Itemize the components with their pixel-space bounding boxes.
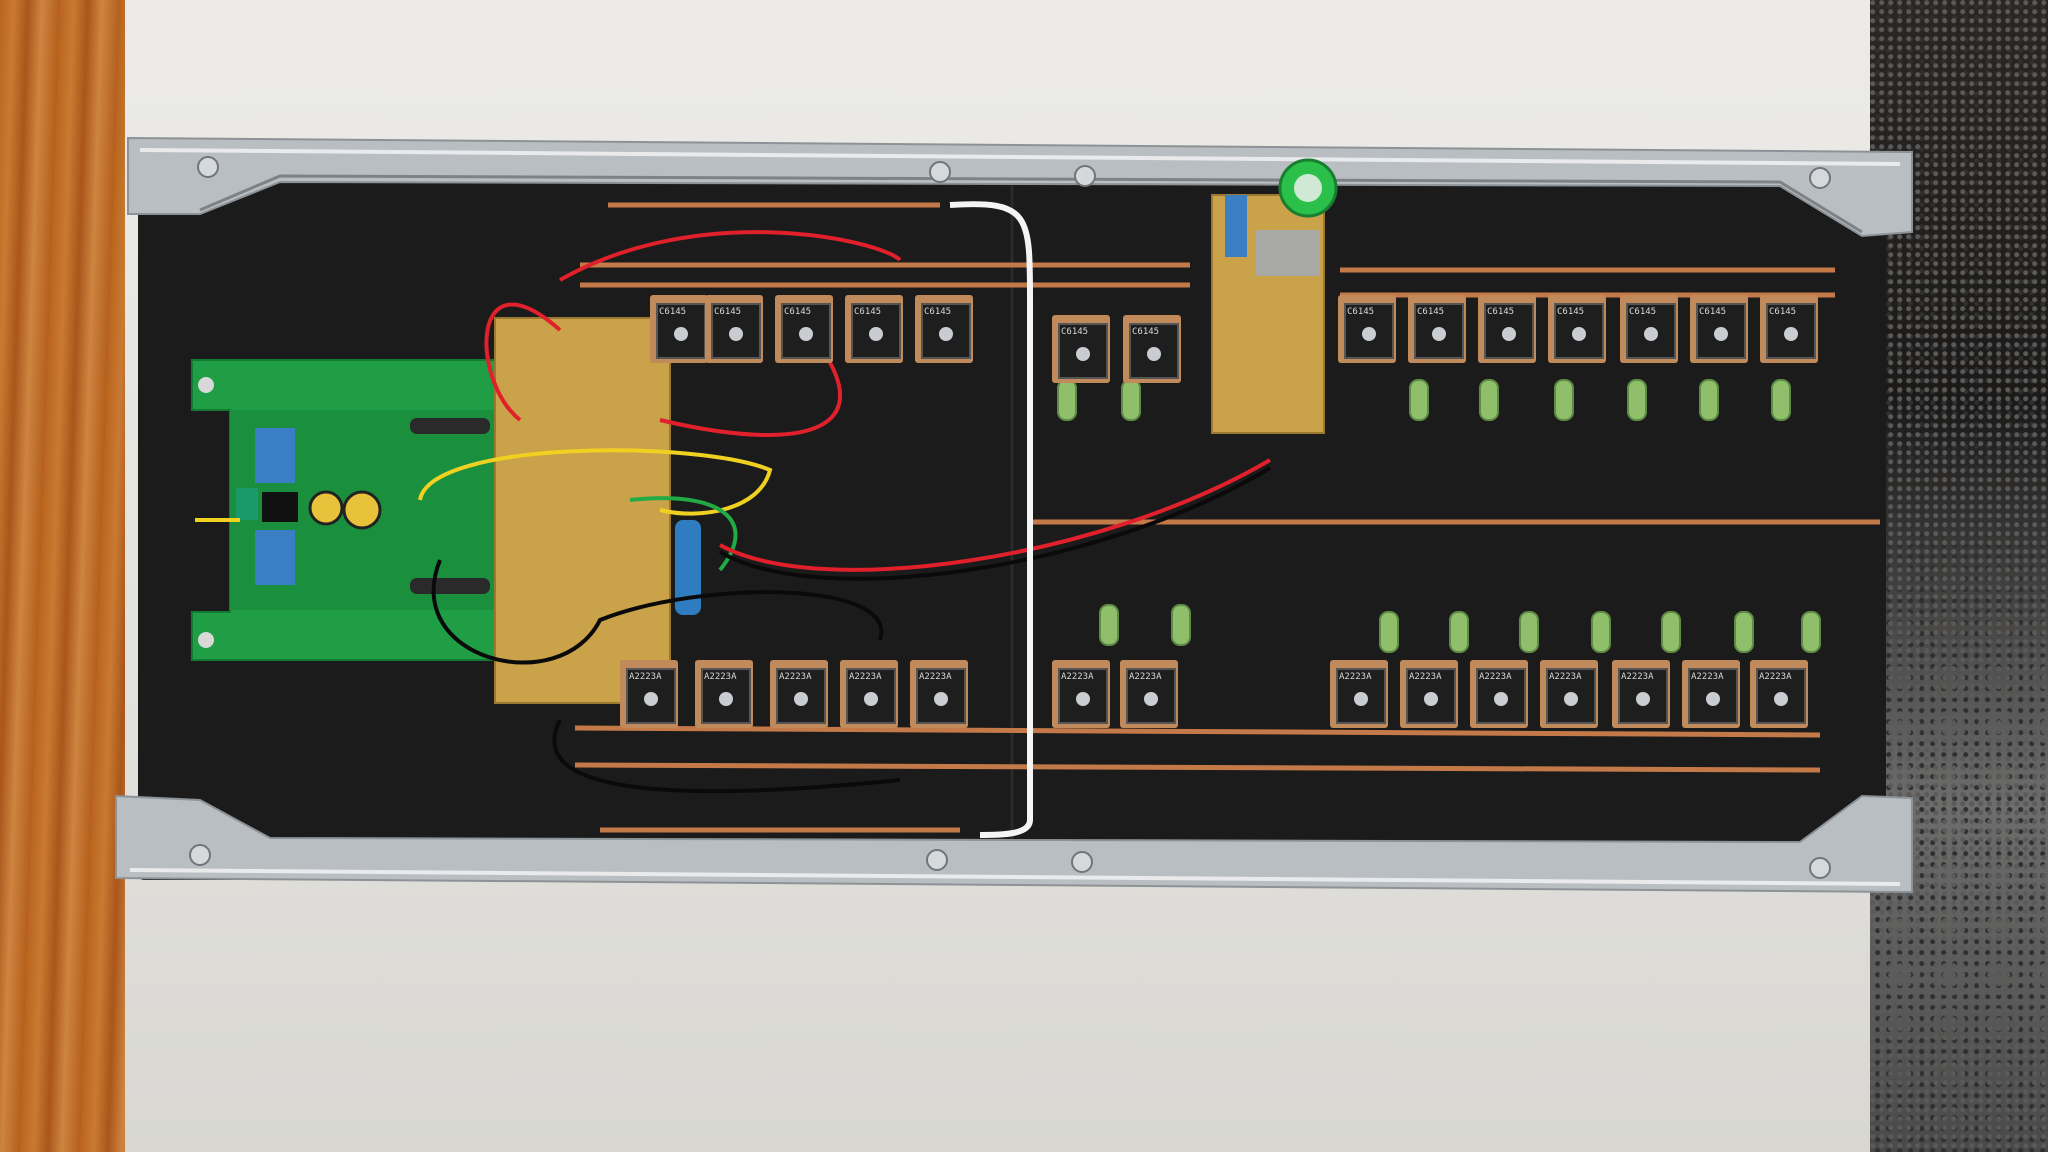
transistor-marking: C6145 bbox=[714, 307, 742, 317]
pnp-transistor-26: A2223A bbox=[1682, 660, 1740, 728]
npn-transistor-0: C6145 bbox=[650, 295, 708, 363]
npn-transistor-9: C6145 bbox=[1478, 295, 1536, 363]
transistor-marking: C6145 bbox=[854, 307, 882, 317]
screws bbox=[189, 156, 1831, 879]
transistor-marking: A2223A bbox=[849, 672, 882, 682]
npn-transistor-4: C6145 bbox=[915, 295, 973, 363]
top-mounting-rail bbox=[127, 136, 1913, 238]
npn-transistor-13: C6145 bbox=[1760, 295, 1818, 363]
pnp-transistor-25: A2223A bbox=[1612, 660, 1670, 728]
transistor-marking: A2223A bbox=[1061, 672, 1094, 682]
transistor-marking: C6145 bbox=[1132, 327, 1160, 337]
pnp-transistor-21: A2223A bbox=[1330, 660, 1388, 728]
transistor-marking: C6145 bbox=[1487, 307, 1515, 317]
npn-transistor-3: C6145 bbox=[845, 295, 903, 363]
bottom-mounting-rail bbox=[115, 794, 1913, 894]
transistor-marking: C6145 bbox=[924, 307, 952, 317]
transistor-marking: A2223A bbox=[1479, 672, 1512, 682]
pnp-transistor-27: A2223A bbox=[1750, 660, 1808, 728]
transistor-marking: C6145 bbox=[784, 307, 812, 317]
transistor-marking: A2223A bbox=[1409, 672, 1442, 682]
transistor-marking: C6145 bbox=[1629, 307, 1657, 317]
transistor-marking: A2223A bbox=[1129, 672, 1162, 682]
pnp-transistor-19: A2223A bbox=[1052, 660, 1110, 728]
pnp-transistor-20: A2223A bbox=[1120, 660, 1178, 728]
npn-transistor-2: C6145 bbox=[775, 295, 833, 363]
transistor-marking: C6145 bbox=[1699, 307, 1727, 317]
bias-perfboard bbox=[1211, 158, 1338, 434]
transistor-marking: C6145 bbox=[1769, 307, 1797, 317]
emitter-resistors-bottom bbox=[1099, 604, 1821, 653]
wooden-floor bbox=[0, 0, 125, 1152]
pnp-transistor-22: A2223A bbox=[1400, 660, 1458, 728]
terminal-perfboard bbox=[494, 317, 701, 704]
transistor-marking: C6145 bbox=[659, 307, 687, 317]
npn-transistor-6: C6145 bbox=[1123, 315, 1181, 383]
transistor-marking: A2223A bbox=[1549, 672, 1582, 682]
transistor-marking: A2223A bbox=[704, 672, 737, 682]
npn-transistor-1: C6145 bbox=[705, 295, 763, 363]
transistor-marking: A2223A bbox=[779, 672, 812, 682]
npn-transistor-10: C6145 bbox=[1548, 295, 1606, 363]
pnp-transistor-23: A2223A bbox=[1470, 660, 1528, 728]
input-stage-pcb bbox=[191, 359, 501, 661]
pnp-transistor-18: A2223A bbox=[910, 660, 968, 728]
transistor-marking: C6145 bbox=[1557, 307, 1585, 317]
pnp-transistor-14: A2223A bbox=[620, 660, 678, 728]
transistor-marking: A2223A bbox=[1759, 672, 1792, 682]
transistor-marking: C6145 bbox=[1061, 327, 1089, 337]
pnp-transistor-15: A2223A bbox=[695, 660, 753, 728]
npn-transistor-12: C6145 bbox=[1690, 295, 1748, 363]
transistor-marking: A2223A bbox=[919, 672, 952, 682]
npn-transistor-7: C6145 bbox=[1338, 295, 1396, 363]
transistor-marking: A2223A bbox=[1621, 672, 1654, 682]
pnp-transistor-16: A2223A bbox=[770, 660, 828, 728]
npn-transistor-8: C6145 bbox=[1408, 295, 1466, 363]
npn-transistor-11: C6145 bbox=[1620, 295, 1678, 363]
transistor-marking: A2223A bbox=[1691, 672, 1724, 682]
emitter-resistors-top bbox=[1057, 379, 1791, 421]
pnp-transistor-17: A2223A bbox=[840, 660, 898, 728]
transistor-marking: C6145 bbox=[1347, 307, 1375, 317]
transistor-marking: A2223A bbox=[1339, 672, 1372, 682]
hookup-wires bbox=[195, 201, 1272, 838]
npn-transistor-5: C6145 bbox=[1052, 315, 1110, 383]
transistor-marking: C6145 bbox=[1417, 307, 1445, 317]
pnp-transistor-24: A2223A bbox=[1540, 660, 1598, 728]
transistor-marking: A2223A bbox=[629, 672, 662, 682]
